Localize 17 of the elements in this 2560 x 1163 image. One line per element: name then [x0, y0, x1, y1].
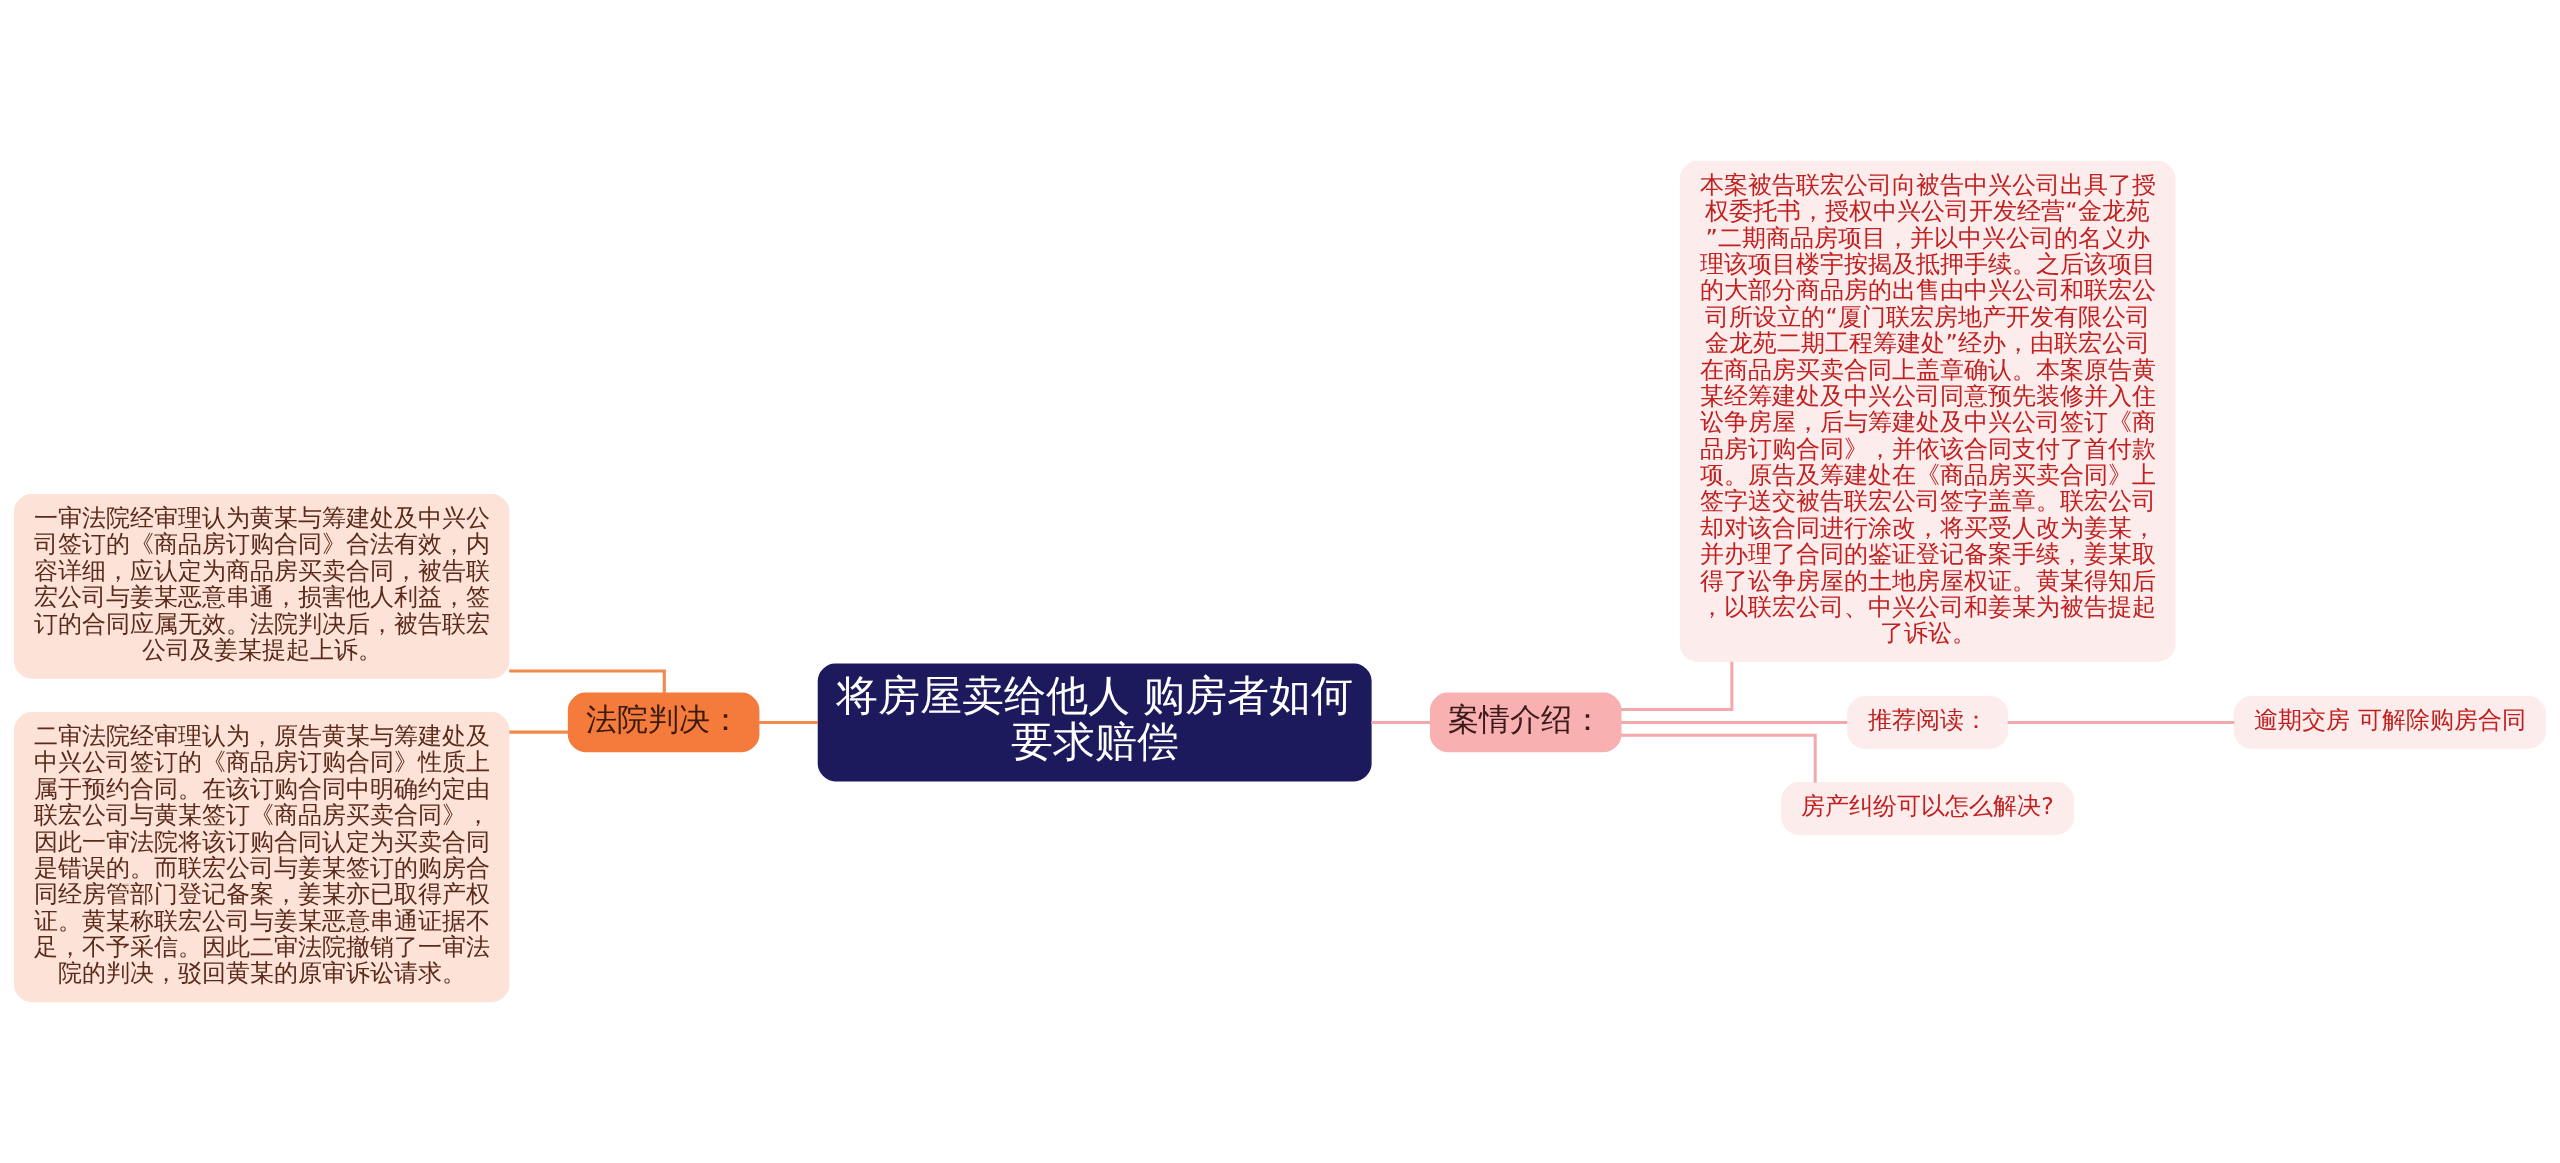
- connector: [1371, 720, 1431, 724]
- connector: [2007, 720, 2235, 724]
- node-box: 房产纠纷可以怎么解决?: [1781, 782, 2075, 835]
- connector: [509, 730, 569, 734]
- connector: [1620, 720, 1848, 724]
- connector: [509, 669, 666, 694]
- node-box: 逾期交房 可解除购房合同: [2233, 696, 2547, 749]
- node-box: 法院判决：: [567, 692, 760, 753]
- connector: [758, 720, 819, 724]
- node-box: 将房屋卖给他人 购房者如何要求赔偿: [817, 663, 1372, 782]
- node-box: 案情介绍：: [1429, 692, 1622, 753]
- node-box: 推荐阅读：: [1847, 696, 2009, 749]
- connector: [1620, 661, 1734, 712]
- node-box: 一审法院经审理认为黄某与筹建处及中兴公司签订的《商品房订购合同》合法有效，内容详细，应认定为商品房买卖合同，被告联宏公司与姜某恶意串通，损害他人利益，签订的合同应属无效。法院判决后，被告联宏公司及姜某提起上诉。: [13, 494, 510, 679]
- connector: [1620, 733, 1817, 783]
- node-box: 本案被告联宏公司向被告中兴公司出具了授权委托书，授权中兴公司开发经营“金龙苑”二期商品房项目，并以中兴公司的名义办理该项目楼宇按揭及抵押手续。之后该项目的大部分商品房的出售由中兴公司和联宏公司所设立的“厦门联宏房地产开发有限公司金龙苑二期工程筹建处”经办，由联宏公司在商品房买卖合同上盖章确认。本案原告黄某经筹建处及中兴公司同意预先装修并入住讼争房屋，后与筹建处及中兴公司签订《商品房订购合同》，并依该合同支付了首付款项。原告及筹建处在《商品房买卖合同》上签字送交被告联宏公司签字盖章。联宏公司却对该合同进行涂改，将买受人改为姜某，并办理了合同的鉴证登记备案手续，姜某取得了讼争房屋的土地房屋权证。黄某得知后，以联宏公司、中兴公司和姜某为被告提起了诉讼。: [1679, 160, 2176, 662]
- node-box: 二审法院经审理认为，原告黄某与筹建处及中兴公司签订的《商品房订购合同》性质上属于预约合同。在该订购合同中明确约定由联宏公司与黄某签订《商品房买卖合同》，因此一审法院将该订购合同认定为买卖合同是错误的。而联宏公司与姜某签订的购房合同经房管部门登记备案，姜某亦已取得产权证。黄某称联宏公司与姜某恶意串通证据不足，不予采信。因此二审法院撤销了一审法院的判决，驳回黄某的原审诉讼请求。: [13, 712, 510, 1003]
